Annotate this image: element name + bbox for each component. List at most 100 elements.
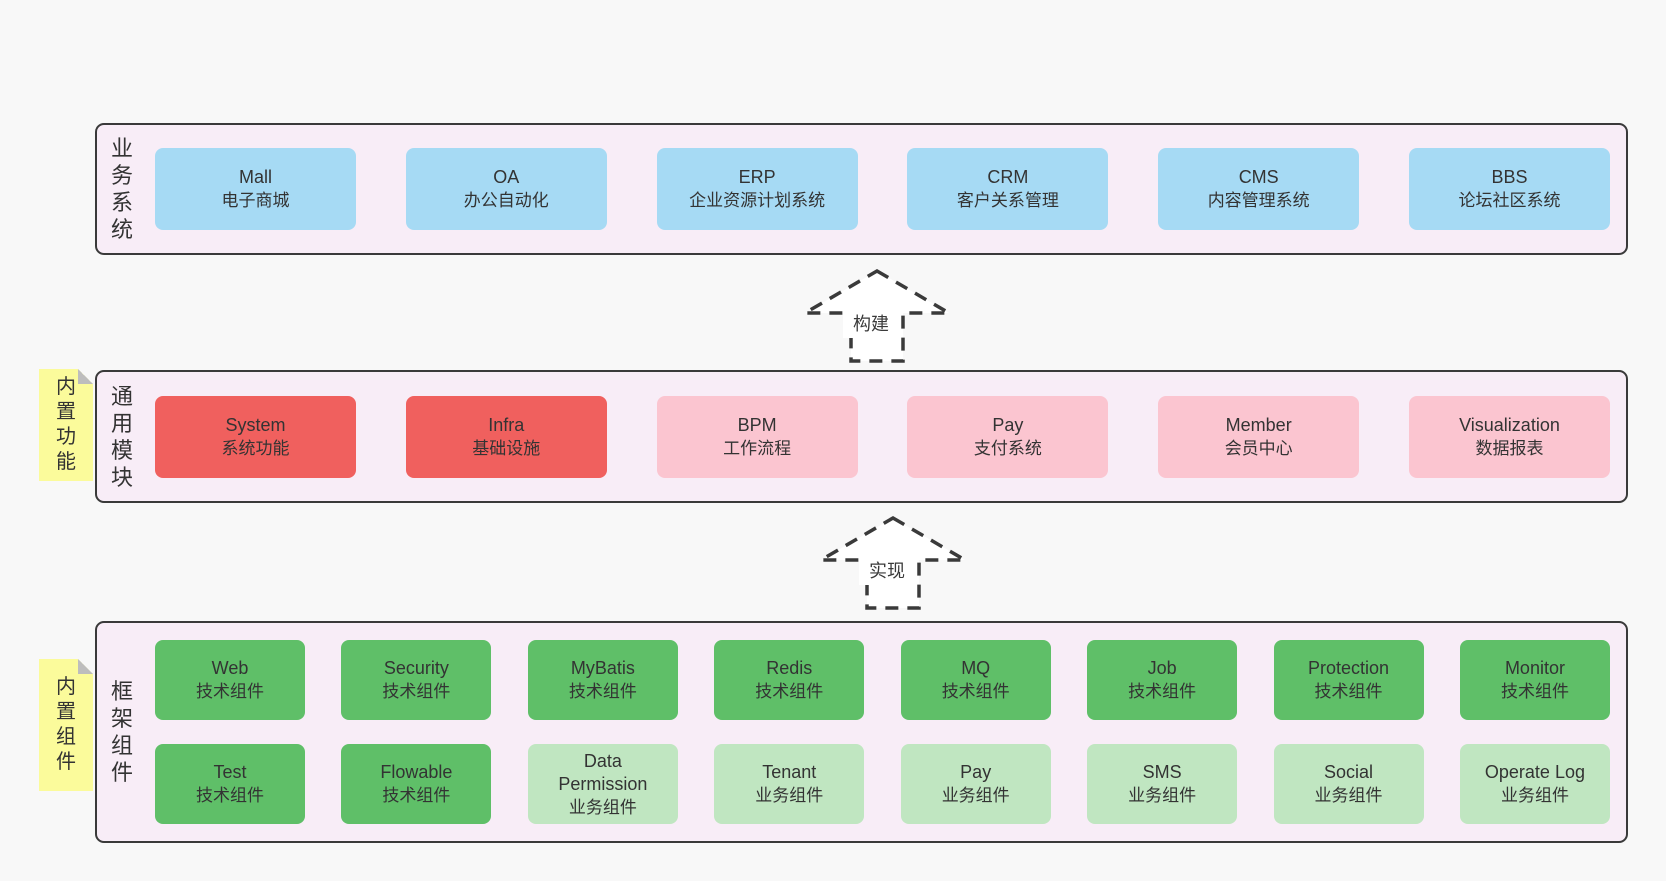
module-box-flowable: Flowable 技术组件 bbox=[341, 744, 492, 824]
module-title: Social bbox=[1324, 762, 1374, 782]
layer-label-framework-components: 框架组件 bbox=[110, 679, 133, 785]
module-title: Pay bbox=[992, 414, 1024, 435]
module-subtitle: 业务组件 bbox=[755, 786, 824, 805]
module-subtitle: 技术组件 bbox=[382, 682, 451, 701]
module-box-infra: Infra 基础设施 bbox=[405, 395, 607, 478]
sticky-note-built-in-components: 内置组件 bbox=[39, 659, 93, 791]
layer-label-business-systems: 业务系统 bbox=[110, 136, 133, 242]
module-box-cms: CMS 内容管理系统 bbox=[1158, 148, 1360, 230]
module-subtitle: 技术组件 bbox=[382, 786, 451, 805]
module-title: OA bbox=[493, 167, 520, 187]
module-subtitle: 论坛社区系统 bbox=[1458, 191, 1561, 210]
module-title: Job bbox=[1147, 658, 1177, 678]
module-subtitle: 技术组件 bbox=[196, 682, 264, 701]
sticky-note-built-in-features: 内置功能 bbox=[39, 369, 93, 481]
module-subtitle: 业务组件 bbox=[1128, 786, 1197, 805]
module-title: SMS bbox=[1142, 762, 1182, 782]
module-title: CRM bbox=[987, 167, 1029, 187]
module-subtitle: 会员中心 bbox=[1224, 438, 1293, 458]
module-subtitle: 基础设施 bbox=[472, 438, 541, 458]
module-box-social: Social 业务组件 bbox=[1273, 744, 1424, 824]
module-subtitle: 技术组件 bbox=[1314, 682, 1383, 701]
module-box-bbs: BBS 论坛社区系统 bbox=[1408, 148, 1610, 230]
module-subtitle: 业务组件 bbox=[1500, 786, 1569, 805]
module-subtitle: 业务组件 bbox=[941, 786, 1010, 805]
module-title: Infra bbox=[488, 414, 525, 435]
module-subtitle: 办公自动化 bbox=[463, 191, 549, 210]
module-title: System bbox=[225, 414, 286, 435]
module-title: Monitor bbox=[1504, 658, 1565, 678]
layer-business-systems: 业务系统 Mall 电子商城 OA 办公自动化 ERP 企业资源计划系统 CRM 客户关系管理… bbox=[95, 123, 1628, 255]
module-title: Redis bbox=[766, 658, 813, 678]
module-box-sms: SMS 业务组件 bbox=[1087, 744, 1238, 824]
module-title: Test bbox=[213, 762, 247, 782]
module-title: BBS bbox=[1491, 167, 1528, 187]
module-subtitle: 业务组件 bbox=[1314, 786, 1383, 805]
module-box-monitor: Monitor 技术组件 bbox=[1459, 640, 1610, 720]
module-subtitle: 内容管理系统 bbox=[1207, 191, 1310, 210]
module-subtitle: 技术组件 bbox=[196, 786, 264, 805]
module-title: ERP bbox=[738, 167, 776, 187]
module-box-job: Job 技术组件 bbox=[1087, 640, 1238, 720]
module-subtitle: 电子商城 bbox=[221, 191, 290, 210]
module-title: Pay bbox=[960, 762, 992, 782]
module-box-protection: Protection 技术组件 bbox=[1273, 640, 1424, 720]
module-title: BPM bbox=[737, 414, 777, 435]
module-title: Security bbox=[383, 658, 449, 678]
module-box-pay: Pay 支付系统 bbox=[907, 395, 1109, 478]
module-box-row: System 系统功能 Infra 基础设施 BPM 工作流程 Pay 支付系统 Member 会… bbox=[155, 395, 1610, 478]
module-title: Protection bbox=[1308, 658, 1390, 678]
module-title: Member bbox=[1225, 414, 1292, 435]
module-box-row: Mall 电子商城 OA 办公自动化 ERP 企业资源计划系统 CRM 客户关系管理 CMS 内容… bbox=[155, 148, 1610, 230]
module-subtitle: 支付系统 bbox=[973, 438, 1042, 458]
module-box-mybatis: MyBatis 技术组件 bbox=[527, 640, 678, 720]
module-subtitle: 技术组件 bbox=[568, 682, 637, 701]
module-box-erp: ERP 企业资源计划系统 bbox=[656, 148, 858, 230]
module-subtitle: 数据报表 bbox=[1475, 438, 1544, 458]
business-systems-boxes: Mall 电子商城 OA 办公自动化 ERP 企业资源计划系统 CRM 客户关系管理 CMS 内容… bbox=[155, 125, 1610, 253]
module-title: Operate Log bbox=[1484, 762, 1585, 782]
module-box-oa: OA 办公自动化 bbox=[405, 148, 607, 230]
module-box-visualization: Visualization 数据报表 bbox=[1408, 395, 1610, 478]
module-title: MyBatis bbox=[570, 658, 635, 678]
module-subtitle: 客户关系管理 bbox=[956, 191, 1059, 210]
module-title: Visualization bbox=[1459, 414, 1560, 435]
layer-common-modules: 通用模块 System 系统功能 Infra 基础设施 BPM 工作流程 Pay 支付系统 Me… bbox=[95, 370, 1628, 503]
module-box-pay: Pay 业务组件 bbox=[900, 744, 1051, 824]
module-title: Mall bbox=[238, 167, 272, 187]
module-title: MQ bbox=[961, 658, 991, 678]
module-box-system: System 系统功能 bbox=[155, 395, 356, 478]
common-modules-boxes: System 系统功能 Infra 基础设施 BPM 工作流程 Pay 支付系统 Member 会… bbox=[155, 372, 1610, 501]
module-title: Tenant bbox=[762, 762, 817, 782]
module-subtitle: 企业资源计划系统 bbox=[689, 191, 826, 210]
layer-framework-components: 框架组件 Web 技术组件 Security 技术组件 MyBatis 技术组件 Redis… bbox=[95, 621, 1628, 843]
module-box-web: Web 技术组件 bbox=[155, 640, 305, 720]
module-subtitle: 技术组件 bbox=[1500, 682, 1569, 701]
module-box-member: Member 会员中心 bbox=[1158, 395, 1360, 478]
layer-label-common-modules: 通用模块 bbox=[110, 383, 133, 490]
module-subtitle: 技术组件 bbox=[1128, 682, 1197, 701]
module-subtitle: 系统功能 bbox=[221, 438, 290, 458]
build-arrow-label: 构建 bbox=[843, 310, 899, 338]
module-box-security: Security 技术组件 bbox=[341, 640, 492, 720]
module-title: Web bbox=[211, 658, 249, 678]
module-title: Flowable bbox=[380, 762, 453, 782]
module-box-tenant: Tenant 业务组件 bbox=[714, 744, 865, 824]
sticky-note-text: 内置功能 bbox=[56, 376, 76, 473]
module-box-mall: Mall 电子商城 bbox=[155, 148, 356, 230]
module-title: Data Permission bbox=[558, 750, 648, 794]
module-box-operate-log: Operate Log 业务组件 bbox=[1459, 744, 1610, 824]
module-title: CMS bbox=[1238, 167, 1279, 187]
module-subtitle: 工作流程 bbox=[723, 438, 792, 458]
sticky-note-text: 内置组件 bbox=[56, 676, 76, 773]
module-box-bpm: BPM 工作流程 bbox=[656, 395, 858, 478]
module-box-mq: MQ 技术组件 bbox=[900, 640, 1051, 720]
module-subtitle: 技术组件 bbox=[941, 682, 1010, 701]
module-box-test: Test 技术组件 bbox=[155, 744, 305, 824]
